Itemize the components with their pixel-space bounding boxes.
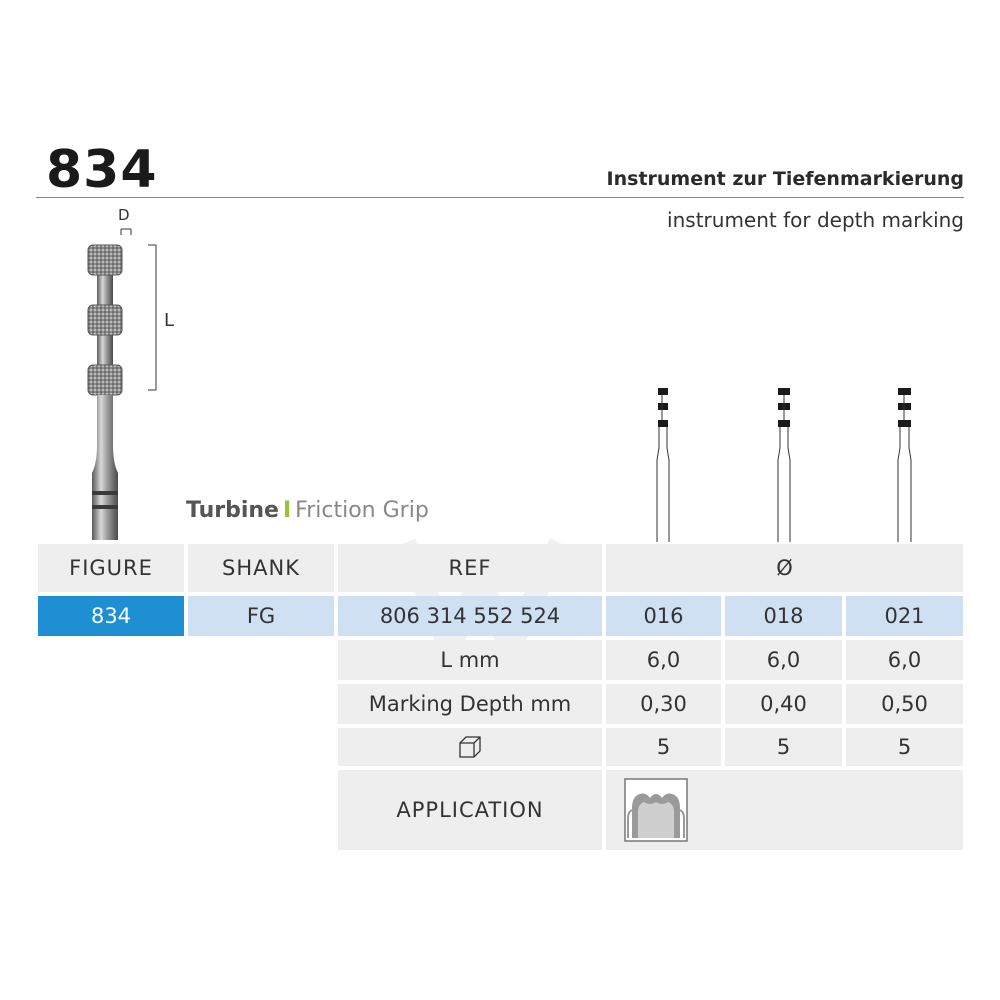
title-english: instrument for depth marking — [667, 208, 964, 232]
figure-number: 834 — [46, 140, 158, 200]
cell-figure: 834 — [38, 596, 184, 636]
cell-depth-021: 0,50 — [846, 684, 963, 724]
cell-l-018: 6,0 — [725, 640, 842, 680]
title-german: Instrument zur Tiefenmarkierung — [606, 168, 964, 190]
cell-size-018: 018 — [725, 596, 842, 636]
tooth-cross-section-icon — [624, 778, 688, 842]
cell-l-016: 6,0 — [606, 640, 721, 680]
row-label-l-mm: L mm — [338, 640, 602, 680]
shank-type-bold: Turbine — [186, 498, 279, 523]
cell-shank: FG — [188, 596, 334, 636]
package-box-icon — [459, 736, 481, 758]
dimension-l-bracket — [148, 244, 157, 391]
size-thumbnails — [656, 388, 912, 542]
thumbnail-size-021 — [897, 388, 912, 542]
cell-pack-021: 5 — [846, 728, 963, 766]
header-ref: REF — [338, 544, 602, 592]
cell-application — [606, 770, 963, 850]
cell-depth-016: 0,30 — [606, 684, 721, 724]
row-label-package — [338, 728, 602, 766]
cell-size-016: 016 — [606, 596, 721, 636]
shank-type-separator: I — [282, 498, 292, 523]
dimension-l-label: L — [164, 310, 175, 331]
dimension-d-label: D — [118, 206, 130, 224]
header-diameter: Ø — [606, 544, 963, 592]
cell-pack-018: 5 — [725, 728, 842, 766]
row-label-marking-depth: Marking Depth mm — [338, 684, 602, 724]
cell-pack-016: 5 — [606, 728, 721, 766]
thumbnail-size-018 — [777, 388, 791, 542]
cell-depth-018: 0,40 — [725, 684, 842, 724]
header-figure: FIGURE — [38, 544, 184, 592]
thumbnail-size-016 — [656, 388, 670, 542]
shank-type-light: Friction Grip — [295, 498, 429, 523]
instrument-illustration — [87, 228, 132, 540]
title-divider — [36, 197, 964, 198]
cell-l-021: 6,0 — [846, 640, 963, 680]
header-shank: SHANK — [188, 544, 334, 592]
cell-ref: 806 314 552 524 — [338, 596, 602, 636]
cell-size-021: 021 — [846, 596, 963, 636]
row-label-application: APPLICATION — [338, 770, 602, 850]
